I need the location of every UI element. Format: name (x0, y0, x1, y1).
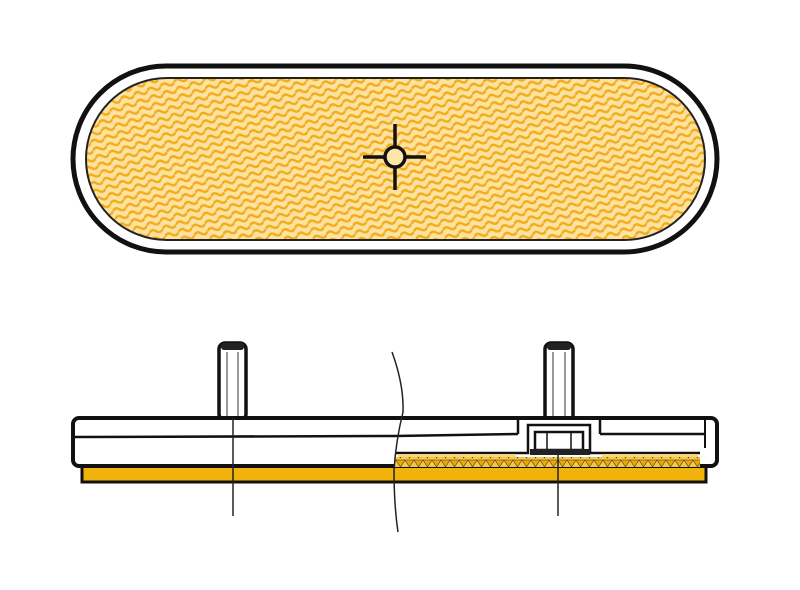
right-stud (543, 341, 575, 435)
section-break-line (391, 351, 404, 533)
side-section-view (71, 341, 719, 533)
center-crosshair-icon (363, 124, 426, 190)
left-stud (217, 341, 248, 422)
top-view (70, 63, 720, 255)
stud-boss (516, 420, 602, 455)
sawtooth-reflector-section (395, 457, 700, 467)
nut (533, 430, 585, 452)
